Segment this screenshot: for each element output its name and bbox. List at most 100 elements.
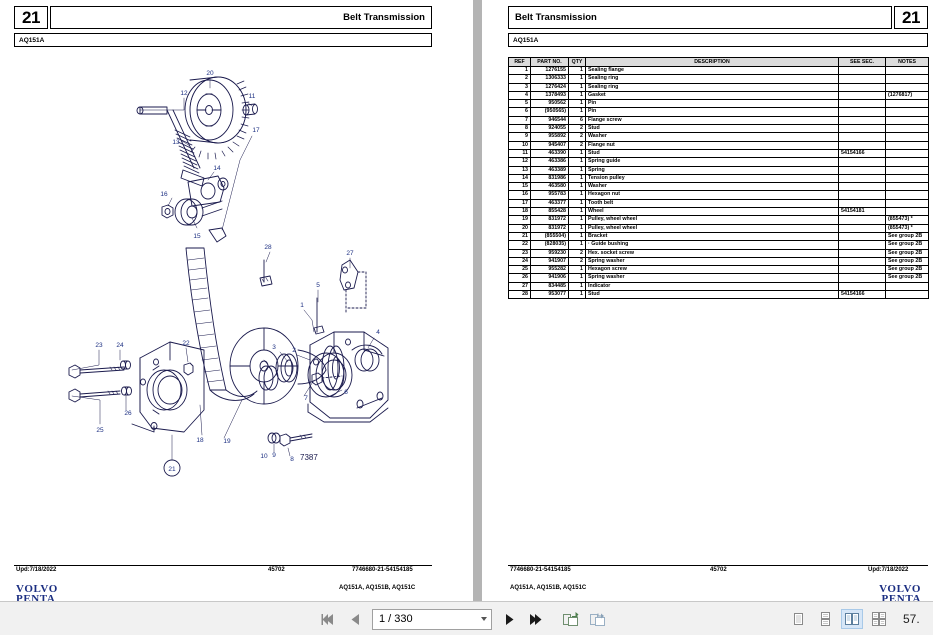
cell-part-number: 1276424: [530, 82, 569, 92]
cell-ref: 16: [508, 190, 531, 200]
svg-text:24: 24: [116, 342, 124, 349]
previous-page-button[interactable]: [345, 608, 365, 630]
cell-qty: 1: [568, 207, 586, 217]
cell-notes: [885, 173, 929, 184]
cell-part-number: 855428: [530, 207, 569, 217]
cell-notes: See group 2B: [885, 231, 929, 242]
page-number-input[interactable]: 1 / 330: [372, 608, 492, 630]
diagram-front-cover: [131, 341, 205, 433]
cell-see-sec: 54154181: [838, 207, 886, 217]
logo-volvo-right: VOLVO: [879, 583, 921, 595]
cell-see-sec: [838, 165, 886, 175]
document-page-right[interactable]: Belt Transmission 21 AQ151A REF PART NO.…: [495, 0, 933, 605]
extract-pages-icon: [563, 611, 579, 626]
svg-text:9: 9: [272, 452, 276, 459]
view-two-up-continuous-button[interactable]: [868, 609, 890, 629]
cell-qty: 1: [568, 99, 586, 109]
svg-text:1: 1: [300, 302, 304, 309]
cell-see-sec: [838, 140, 886, 150]
left-footer-updated: Upd:7/18/2022: [16, 567, 57, 573]
cell-part-number: 463390: [530, 148, 569, 159]
cell-part-number: 946544: [530, 115, 569, 126]
cell-ref: 24: [508, 256, 531, 267]
cell-see-sec: [838, 198, 886, 209]
diagram-sealing-rings: [258, 353, 298, 391]
cell-part-number: 953077: [530, 289, 569, 300]
diagram-washer-small: [242, 103, 258, 116]
last-page-button[interactable]: [526, 608, 546, 630]
chevron-down-icon[interactable]: [481, 617, 487, 621]
cell-description: Bracket: [585, 231, 839, 242]
cell-part-number: 1306333: [530, 74, 569, 84]
cell-notes: [885, 65, 929, 76]
cell-qty: 1: [568, 198, 586, 209]
diagram-callout-numbers: 12 20 11 13 14 16 15 17 18 19 23 24 25 2…: [95, 70, 380, 473]
cell-ref: 19: [508, 215, 531, 225]
viewer-toolbar[interactable]: 1 / 330: [0, 601, 933, 635]
zoom-level-display[interactable]: 57.: [903, 612, 920, 626]
next-page-button[interactable]: [499, 608, 519, 630]
page-indicator-text: 1 / 330: [379, 613, 413, 625]
cell-see-sec: [838, 182, 886, 192]
parts-list-table[interactable]: REF PART NO. QTY DESCRIPTION SEE SEC. NO…: [508, 57, 929, 300]
cell-ref: 3: [508, 82, 531, 92]
cell-part-number: 955892: [530, 132, 569, 142]
cell-see-sec: [838, 215, 886, 225]
cell-notes: (855473) *: [885, 223, 929, 233]
cell-description: Pulley, wheel wheel: [585, 215, 839, 225]
cell-ref: 26: [508, 273, 531, 283]
svg-text:3: 3: [272, 344, 276, 351]
cell-see-sec: [838, 132, 886, 142]
cell-see-sec: [838, 82, 886, 92]
diagram-camshaft-gear: [184, 76, 250, 160]
document-viewer[interactable]: 21 Belt Transmission AQ151A: [0, 0, 933, 605]
first-page-button[interactable]: [318, 608, 338, 630]
view-two-up-button[interactable]: [841, 609, 863, 629]
cell-see-sec: [838, 223, 886, 233]
replace-pages-button[interactable]: [588, 608, 608, 630]
left-footer-part-number: 7746680-21-54154185: [352, 567, 413, 573]
cell-description: Spring: [585, 165, 839, 175]
extract-pages-button[interactable]: [561, 608, 581, 630]
diagram-tooth-belt: [185, 227, 258, 401]
left-footer-code: 45702: [268, 567, 285, 573]
document-page-left[interactable]: 21 Belt Transmission AQ151A: [0, 0, 465, 605]
cell-see-sec: [838, 240, 886, 250]
cell-qty: 1: [568, 265, 586, 275]
right-page-title: Belt Transmission: [508, 6, 892, 29]
view-continuous-button[interactable]: [814, 609, 836, 629]
view-single-page-button[interactable]: [787, 609, 809, 629]
cell-part-number: 941907: [530, 256, 569, 267]
cell-ref: 5: [508, 99, 531, 109]
page-gutter: [465, 0, 495, 601]
cell-notes: [885, 115, 929, 126]
